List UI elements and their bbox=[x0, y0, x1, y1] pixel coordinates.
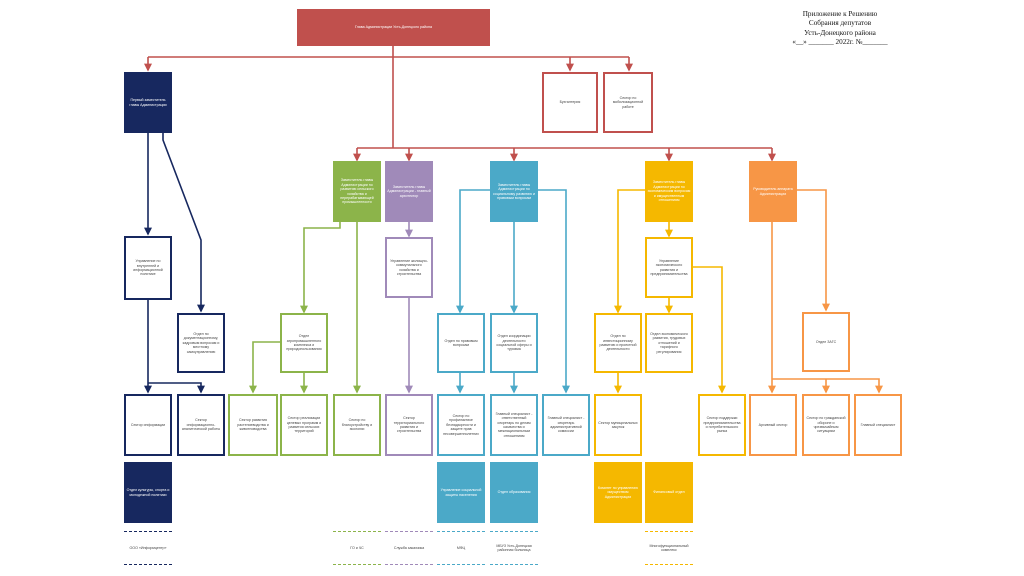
appendix-line-1: Приложение к Решению bbox=[802, 10, 878, 18]
hospital-box: МБУЗ Усть-Донецкая районная больница bbox=[490, 531, 538, 565]
analytics-sector-box: Сектор информационно-аналитической работ… bbox=[177, 394, 225, 456]
cossack-specialist-label: Главный специалист - ответственный секре… bbox=[495, 411, 533, 438]
analytics-sector-label: Сектор информационно-аналитической работ… bbox=[181, 418, 221, 432]
minors-sector-label: Сектор по профилактике безнадзорности и … bbox=[443, 413, 479, 436]
multifunctional-complex-box: Многофункциональный комплекс bbox=[645, 531, 693, 565]
deputy-economy-box: Заместитель главы Администрации по эконо… bbox=[645, 161, 693, 222]
deputy-construction-box: Заместитель главы Администрации - главны… bbox=[385, 161, 433, 222]
chief-of-staff-box: Руководитель аппарата Администрации bbox=[749, 161, 797, 222]
internal-policy-department-box: Управление по внутренней и информационно… bbox=[124, 236, 172, 300]
mfc-label: МФЦ bbox=[456, 545, 466, 550]
legal-department-label: Отдел по правовым вопросам bbox=[444, 338, 478, 347]
appendix-line-3: Усть-Донецкого района bbox=[804, 28, 876, 37]
chief-specialist-label: Главный специалист bbox=[860, 422, 896, 427]
accounting-label: Бухгалтерия bbox=[559, 100, 581, 105]
labor-relations-department-box: Отдел экономического развития, трудовых … bbox=[645, 313, 693, 373]
education-department-label: Отдел образования bbox=[497, 490, 531, 495]
culture-department-label: Отдел культуры, спорта и молодежной поли… bbox=[126, 488, 170, 497]
cossack-specialist-box: Главный специалист - ответственный секре… bbox=[490, 394, 538, 456]
documentation-department-box: Отдел по документационному, кадровым воп… bbox=[177, 313, 225, 373]
archive-sector-box: Архивный сектор bbox=[749, 394, 797, 456]
programs-sector-label: Сектор реализации целевых программ и раз… bbox=[286, 416, 322, 434]
zags-department-box: Отдел ЗАГС bbox=[802, 312, 850, 372]
lead-specialist-label: Главный специалист - секретарь администр… bbox=[547, 416, 585, 434]
head-of-administration-box: Глава Администрации Усть-Донецкого район… bbox=[297, 9, 490, 46]
business-support-sector-box: Сектор поддержки предпринимательства и п… bbox=[698, 394, 746, 456]
economy-department-box: Управление экономического развития и пре… bbox=[645, 237, 693, 298]
legal-department-box: Отдел по правовым вопросам bbox=[437, 313, 485, 373]
chief-specialist-box: Главный специалист bbox=[854, 394, 902, 456]
information-sector-label: Сектор информации bbox=[130, 422, 166, 427]
labor-relations-department-label: Отдел экономического развития, трудовых … bbox=[650, 331, 688, 354]
zags-department-label: Отдел ЗАГС bbox=[815, 339, 837, 344]
social-coordination-department-box: Отдел координации деятельности социально… bbox=[490, 313, 538, 373]
chief-of-staff-label: Руководитель аппарата Администрации bbox=[753, 187, 793, 196]
economy-department-label: Управление экономического развития и пре… bbox=[650, 258, 688, 276]
civil-defense-sector-label: Сектор по гражданской обороне и чрезвыча… bbox=[806, 416, 846, 434]
property-committee-label: Комитет по управлению имуществом Админис… bbox=[598, 485, 638, 499]
customer-service-box: Служба заказчика bbox=[385, 531, 433, 565]
deputy-social-label: Заместитель главы Администрации по социа… bbox=[492, 182, 536, 200]
business-support-sector-label: Сектор поддержки предпринимательства и п… bbox=[703, 416, 741, 434]
documentation-department-label: Отдел по документационному, кадровым воп… bbox=[182, 331, 220, 354]
mobilization-sector-label: Сектор по мобилизационной работе bbox=[612, 95, 644, 109]
mobilization-sector-box: Сектор по мобилизационной работе bbox=[603, 72, 653, 133]
education-department-box: Отдел образования bbox=[490, 462, 538, 523]
appendix-caption: Приложение к Решению Собрания депутатов … bbox=[770, 10, 910, 47]
accounting-box: Бухгалтерия bbox=[542, 72, 598, 133]
informcenter-box: ООО «Информцентр» bbox=[124, 531, 172, 565]
crop-sector-box: Сектор развития растениеводства и животн… bbox=[228, 394, 278, 456]
mfc-box: МФЦ bbox=[437, 531, 485, 565]
housing-department-box: Управление жилищно-коммунального хозяйст… bbox=[385, 237, 433, 298]
civil-defense-sector-box: Сектор по гражданской обороне и чрезвыча… bbox=[802, 394, 850, 456]
programs-sector-box: Сектор реализации целевых программ и раз… bbox=[280, 394, 328, 456]
agro-department-label: Отдел агропромышленного комплекса и прир… bbox=[286, 334, 322, 352]
social-protection-box: Управление социальной защиты населения bbox=[437, 462, 485, 523]
municipal-purchases-sector-label: Сектор муниципальных закупок bbox=[598, 420, 638, 429]
information-sector-box: Сектор информации bbox=[124, 394, 172, 456]
go-chs-box: ГО и ЧС bbox=[333, 531, 381, 565]
lead-specialist-box: Главный специалист - секретарь администр… bbox=[542, 394, 590, 456]
multifunctional-complex-label: Многофункциональный комплекс bbox=[649, 543, 689, 552]
property-committee-box: Комитет по управлению имуществом Админис… bbox=[594, 462, 642, 523]
finance-department-box: Финансовый отдел bbox=[645, 462, 693, 523]
go-chs-label: ГО и ЧС bbox=[350, 545, 364, 550]
deputy-construction-label: Заместитель главы Администрации - главны… bbox=[387, 184, 431, 198]
culture-department-box: Отдел культуры, спорта и молодежной поли… bbox=[124, 462, 172, 523]
investment-department-label: Отдел по инвестиционному развитию и прое… bbox=[599, 334, 637, 352]
informcenter-label: ООО «Информцентр» bbox=[129, 545, 167, 550]
appendix-line-4: «__» _______ 2022г. №_______ bbox=[792, 38, 888, 47]
ecology-sector-box: Сектор по благоустройству и экологии bbox=[333, 394, 381, 456]
appendix-line-2: Собрания депутатов bbox=[808, 19, 872, 28]
first-deputy-label: Первый заместитель главы Администрации bbox=[129, 98, 167, 107]
archive-sector-label: Архивный сектор bbox=[758, 422, 788, 427]
deputy-agriculture-box: Заместитель главы Администрации по разви… bbox=[333, 161, 381, 222]
social-protection-label: Управление социальной защиты населения bbox=[440, 488, 482, 497]
customer-service-label: Служба заказчика bbox=[393, 545, 425, 550]
internal-policy-department-label: Управление по внутренней и информационно… bbox=[133, 259, 163, 277]
investment-department-box: Отдел по инвестиционному развитию и прое… bbox=[594, 313, 642, 373]
hospital-label: МБУЗ Усть-Донецкая районная больница bbox=[496, 543, 532, 552]
finance-department-label: Финансовый отдел bbox=[653, 490, 685, 495]
crop-sector-label: Сектор развития растениеводства и животн… bbox=[237, 418, 269, 432]
housing-department-label: Управление жилищно-коммунального хозяйст… bbox=[390, 258, 428, 276]
deputy-social-box: Заместитель главы Администрации по социа… bbox=[490, 161, 538, 222]
deputy-economy-label: Заместитель главы Администрации по эконо… bbox=[647, 180, 691, 203]
deputy-agriculture-label: Заместитель главы Администрации по разви… bbox=[340, 178, 374, 205]
municipal-purchases-sector-box: Сектор муниципальных закупок bbox=[594, 394, 642, 456]
territory-sector-label: Сектор территориального развития и строи… bbox=[393, 416, 425, 434]
agro-department-box: Отдел агропромышленного комплекса и прир… bbox=[280, 313, 328, 373]
first-deputy-box: Первый заместитель главы Администрации bbox=[124, 72, 172, 133]
ecology-sector-label: Сектор по благоустройству и экологии bbox=[341, 418, 373, 432]
social-coordination-department-label: Отдел координации деятельности социально… bbox=[496, 334, 532, 352]
head-of-administration-label: Глава Администрации Усть-Донецкого район… bbox=[354, 25, 433, 30]
territory-sector-box: Сектор территориального развития и строи… bbox=[385, 394, 433, 456]
minors-sector-box: Сектор по профилактике безнадзорности и … bbox=[437, 394, 485, 456]
